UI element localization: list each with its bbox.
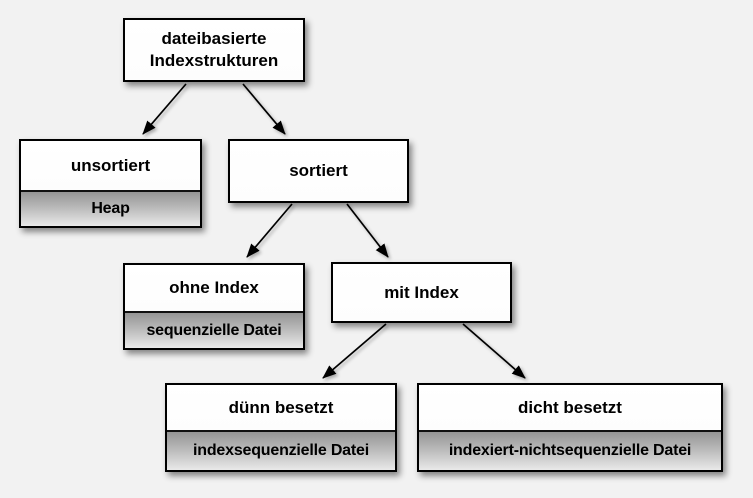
node-sortiert-label: sortiert xyxy=(230,141,407,201)
node-unsortiert: unsortiert Heap xyxy=(19,139,202,228)
edge-sortiert-mit-index xyxy=(346,203,389,258)
edge-mit-index-duenn xyxy=(322,323,387,379)
node-dicht-besetzt-sublabel: indexiert-nichtsequenzielle Datei xyxy=(419,430,721,470)
node-ohne-index-label: ohne Index xyxy=(125,265,303,311)
node-root: dateibasierte Indexstrukturen xyxy=(123,18,305,82)
edge-sortiert-ohne-index xyxy=(246,203,293,258)
node-duenn-besetzt-sublabel: indexsequenzielle Datei xyxy=(167,430,395,470)
node-duenn-besetzt: dünn besetzt indexsequenzielle Datei xyxy=(165,383,397,472)
node-sortiert: sortiert xyxy=(228,139,409,203)
node-duenn-besetzt-label: dünn besetzt xyxy=(167,385,395,430)
node-mit-index: mit Index xyxy=(331,262,512,323)
node-mit-index-label: mit Index xyxy=(333,264,510,321)
node-unsortiert-label: unsortiert xyxy=(21,141,200,190)
node-root-label: dateibasierte Indexstrukturen xyxy=(125,20,303,80)
edge-mit-index-dicht xyxy=(462,323,526,379)
edge-root-sortiert xyxy=(242,83,286,135)
node-dicht-besetzt-label: dicht besetzt xyxy=(419,385,721,430)
node-ohne-index-sublabel: sequenzielle Datei xyxy=(125,311,303,348)
node-ohne-index: ohne Index sequenzielle Datei xyxy=(123,263,305,350)
node-dicht-besetzt: dicht besetzt indexiert-nichtsequenziell… xyxy=(417,383,723,472)
edge-root-unsortiert xyxy=(142,83,187,135)
node-unsortiert-sublabel: Heap xyxy=(21,190,200,226)
